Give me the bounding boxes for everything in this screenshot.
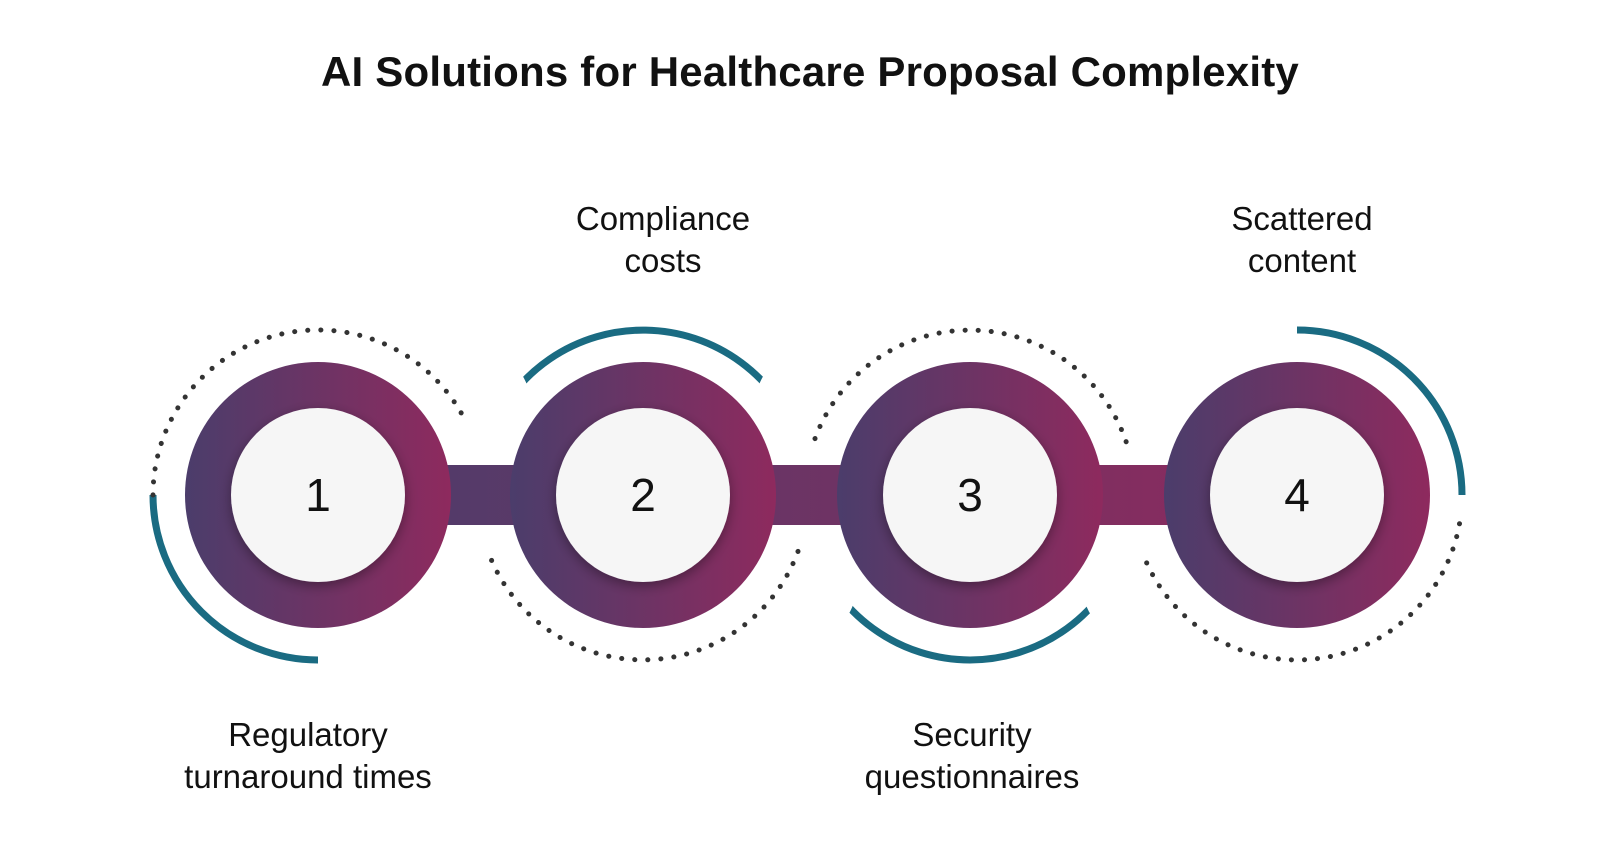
step-label-2: Compliance costs — [483, 198, 843, 282]
dotted-arc-1 — [150, 327, 467, 498]
neck-cutout-top-2 — [756, 352, 856, 452]
step-label-1-line-1: Regulatory — [228, 716, 388, 753]
step-label-3-line-2: questionnaires — [864, 758, 1080, 795]
neck-cutout-top-1 — [430, 352, 530, 452]
step-number-1: 1 — [305, 469, 331, 521]
step-number-2: 2 — [630, 469, 656, 521]
dotted-arc-2 — [485, 548, 801, 663]
solid-arc-4 — [1296, 326, 1466, 496]
step-number-4: 4 — [1284, 469, 1310, 521]
page-title: AI Solutions for Healthcare Proposal Com… — [321, 48, 1299, 95]
chain-bridge — [318, 465, 1298, 525]
step-label-4-line-1: Scattered — [1231, 200, 1373, 237]
step-label-3: Security questionnaires — [792, 714, 1152, 798]
dotted-arcs-overlay — [150, 327, 1462, 663]
step-label-4: Scattered content — [1122, 198, 1482, 282]
solid-arc-1 — [149, 494, 319, 664]
dotted-arc-4 — [1139, 521, 1462, 663]
step-label-1-line-2: turnaround times — [184, 758, 432, 795]
step-disc-3: 3 — [883, 408, 1057, 582]
neck-cutout-top-3 — [1083, 352, 1183, 452]
step-number-3: 3 — [957, 469, 983, 521]
step-disc-4: 4 — [1210, 408, 1384, 582]
step-disc-1: 1 — [231, 408, 405, 582]
step-label-3-line-1: Security — [912, 716, 1032, 753]
step-label-4-line-2: content — [1247, 242, 1357, 279]
step-label-2-line-1: Compliance — [575, 200, 751, 237]
neck-cutout-bottom-2 — [756, 538, 856, 638]
step-disc-2: 2 — [556, 408, 730, 582]
step-label-2-line-2: costs — [624, 242, 702, 279]
neck-cutout-bottom-3 — [1083, 538, 1183, 638]
step-label-1: Regulatory turnaround times — [128, 714, 488, 798]
neck-cutout-bottom-1 — [430, 538, 530, 638]
